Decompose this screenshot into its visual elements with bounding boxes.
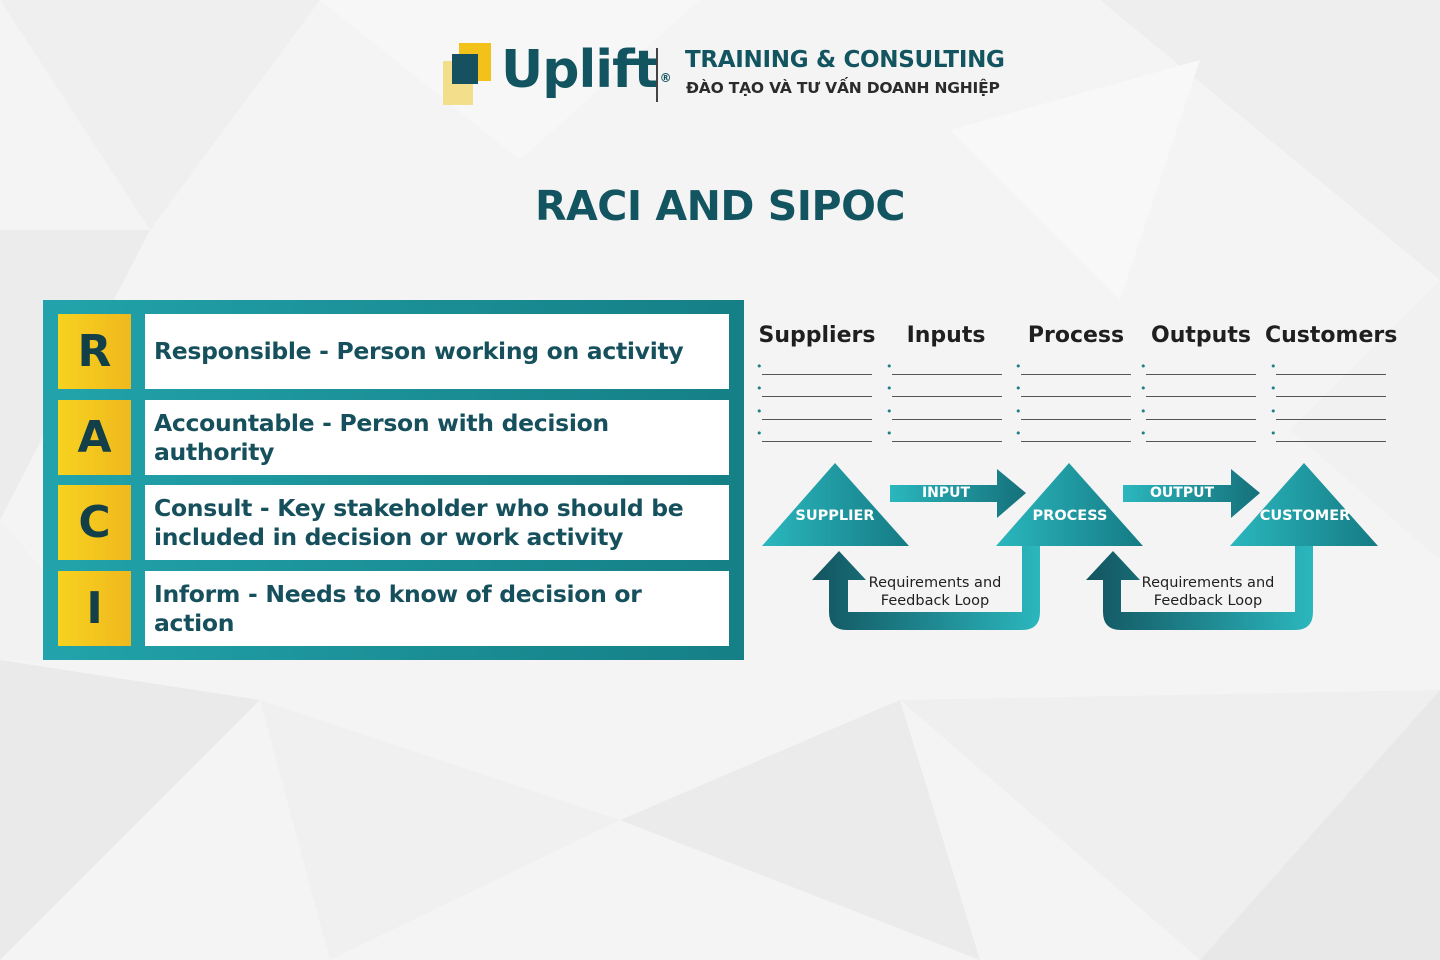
subtagline: ĐÀO TẠO VÀ TƯ VẤN DOANH NGHIỆP xyxy=(686,79,1000,97)
raci-letter: I xyxy=(58,571,131,646)
raci-description: Responsible - Person working on activity xyxy=(145,314,729,389)
process-triangle xyxy=(996,463,1143,546)
raci-row-responsible: R Responsible - Person working on activi… xyxy=(58,314,729,389)
raci-letter: C xyxy=(58,485,131,560)
raci-row-inform: I Inform - Needs to know of decision or … xyxy=(58,571,729,646)
feedback-loop-arrow xyxy=(1086,545,1313,630)
supplier-triangle xyxy=(762,463,909,546)
page-title: RACI AND SIPOC xyxy=(534,182,906,230)
raci-row-accountable: A Accountable - Person with decision aut… xyxy=(58,400,729,475)
raci-letter: A xyxy=(58,400,131,475)
customer-triangle xyxy=(1230,463,1378,546)
raci-row-consult: C Consult - Key stakeholder who should b… xyxy=(58,485,729,560)
output-arrow xyxy=(1123,469,1260,518)
stage-label-supplier: SUPPLIER xyxy=(795,508,875,524)
sipoc-header-outputs: Outputs xyxy=(1151,323,1251,348)
arrow-label-input: INPUT xyxy=(921,485,971,501)
raci-letter: R xyxy=(58,314,131,389)
logo-icon xyxy=(443,43,493,106)
feedback-loop-arrow xyxy=(812,545,1040,630)
raci-description: Accountable - Person with decision autho… xyxy=(145,400,729,475)
sipoc-header-inputs: Inputs xyxy=(906,323,986,348)
arrow-label-output: OUTPUT xyxy=(1150,485,1214,501)
feedback-loop-label: Requirements and Feedback Loop xyxy=(1141,575,1275,609)
raci-description: Inform - Needs to know of decision or ac… xyxy=(145,571,729,646)
sipoc-header-customers: Customers xyxy=(1265,323,1398,348)
tagline: TRAINING & CONSULTING xyxy=(685,47,1005,73)
input-arrow xyxy=(890,469,1026,518)
raci-table: R Responsible - Person working on activi… xyxy=(43,300,744,660)
stage-label-process: PROCESS xyxy=(1032,508,1108,524)
sipoc-header-process: Process xyxy=(1027,323,1125,348)
brand-name: Uplift® xyxy=(501,40,672,100)
sipoc-header-suppliers: Suppliers xyxy=(758,323,876,348)
feedback-loop-label: Requirements and Feedback Loop xyxy=(868,575,1002,609)
raci-description: Consult - Key stakeholder who should be … xyxy=(145,485,729,560)
header-divider xyxy=(656,48,658,102)
stage-label-customer: CUSTOMER xyxy=(1259,508,1351,524)
